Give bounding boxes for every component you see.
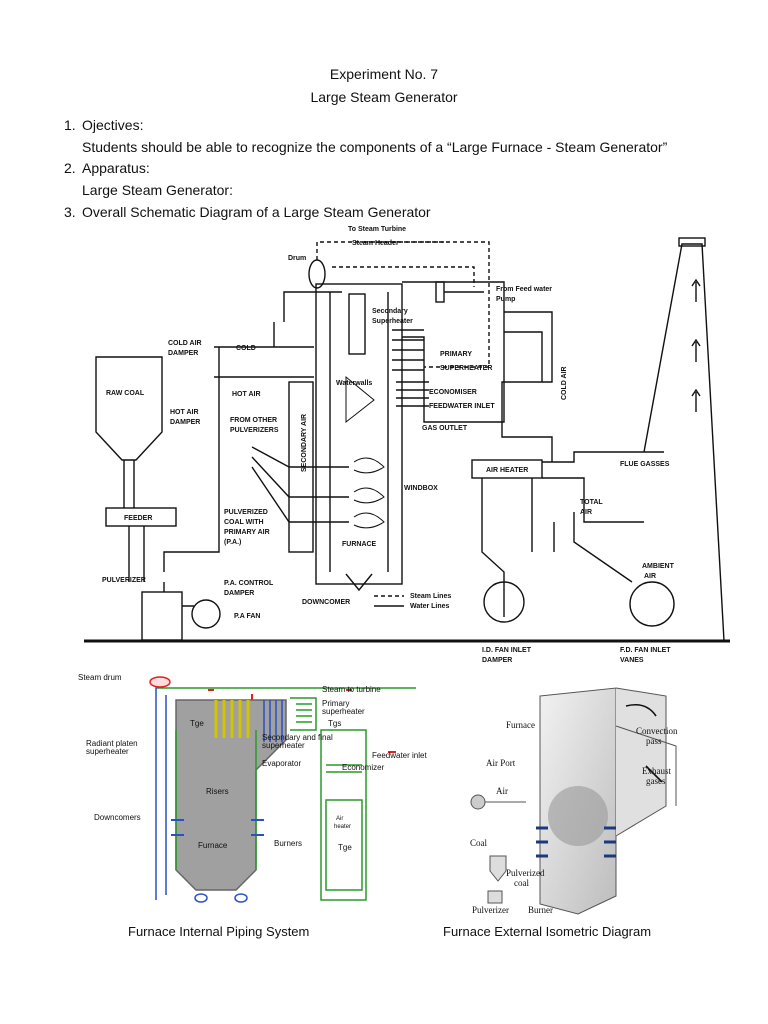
label-primary-superheater-1: Primary bbox=[322, 699, 350, 708]
label-fd-fan-2: VANES bbox=[620, 657, 644, 664]
label-fd-fan-1: F.D. FAN INLET bbox=[620, 647, 671, 654]
label-pc-3: PRIMARY AIR bbox=[224, 529, 270, 536]
label-economiser: ECONOMISER bbox=[429, 389, 477, 396]
label-secondary-1: Secondary bbox=[372, 308, 408, 315]
label-air-heater: AIR HEATER bbox=[486, 467, 528, 474]
caption-piping: Furnace Internal Piping System bbox=[128, 924, 310, 939]
label-primary: PRIMARY bbox=[440, 351, 472, 358]
label-downcomer: DOWNCOMER bbox=[302, 599, 350, 606]
label-radiant-platen-1: Radiant platen bbox=[86, 739, 138, 748]
label-risers: Risers bbox=[206, 787, 229, 796]
section-objectives-body: Students should be able to recognize the… bbox=[82, 139, 668, 155]
section-apparatus-heading: 2. Apparatus: bbox=[64, 160, 150, 176]
label-evaporator: Evaporator bbox=[262, 759, 301, 768]
furnace-piping-diagram: Steam drum Steam to turbine Primary supe… bbox=[78, 673, 427, 903]
section-heading: Overall Schematic Diagram of a Large Ste… bbox=[82, 204, 431, 220]
label-tge-top: Tge bbox=[190, 719, 204, 728]
section-number: 2. bbox=[64, 160, 76, 176]
label-pulverizer: Pulverizer bbox=[472, 905, 509, 915]
label-coal: Coal bbox=[470, 838, 487, 848]
section-number: 3. bbox=[64, 204, 76, 220]
label-exhaust-2: gases bbox=[646, 776, 666, 786]
experiment-number: Experiment No. 7 bbox=[329, 66, 439, 82]
label-cold-air-damper-2: DAMPER bbox=[168, 350, 198, 357]
label-hot-air: HOT AIR bbox=[232, 391, 261, 398]
label-feeder: FEEDER bbox=[124, 515, 152, 522]
section-heading: Apparatus: bbox=[82, 160, 150, 176]
label-steam-to-turbine: Steam to turbine bbox=[322, 685, 381, 694]
label-cold: COLD bbox=[236, 345, 256, 352]
label-exhaust-1: Exhaust bbox=[642, 766, 671, 776]
section-objectives-heading: 1. Ojectives: bbox=[64, 117, 143, 133]
section-heading: Ojectives: bbox=[82, 117, 144, 133]
label-raw-coal: RAW COAL bbox=[106, 390, 145, 397]
label-tge-bottom: Tge bbox=[338, 843, 352, 852]
label-pa-damper-2: DAMPER bbox=[224, 590, 254, 597]
label-secondary-2: Superheater bbox=[372, 318, 413, 325]
label-total-air-1: TOTAL bbox=[580, 499, 603, 506]
label-feedwater-inlet: Feedwater inlet bbox=[372, 751, 427, 760]
label-secondary-air: SECONDARY AIR bbox=[301, 414, 308, 472]
label-cold-air-damper-1: COLD AIR bbox=[168, 340, 202, 347]
label-ambient-air-2: AIR bbox=[644, 573, 656, 580]
label-cold-air: COLD AIR bbox=[561, 366, 568, 400]
label-hot-air-damper-1: HOT AIR bbox=[170, 409, 199, 416]
label-feed-water-1: From Feed water bbox=[496, 286, 552, 293]
label-from-other-1: FROM OTHER bbox=[230, 417, 277, 424]
label-air-heater-1: Air bbox=[336, 816, 343, 822]
label-waterwalls: Waterwalls bbox=[336, 380, 372, 387]
page-title: Large Steam Generator bbox=[310, 89, 458, 105]
label-flue-gasses: FLUE GASSES bbox=[620, 461, 670, 468]
label-burners: Burners bbox=[274, 839, 302, 848]
label-air: Air bbox=[496, 786, 508, 796]
section-schematic-heading: 3. Overall Schematic Diagram of a Large S… bbox=[64, 204, 431, 220]
label-pc-1: PULVERIZED bbox=[224, 509, 268, 516]
label-to-steam-turbine: To Steam Turbine bbox=[348, 226, 406, 233]
label-primary-superheater-2: superheater bbox=[322, 707, 365, 716]
label-windbox: WINDBOX bbox=[404, 485, 438, 492]
label-steam-drum: Steam drum bbox=[78, 673, 122, 682]
label-convection-1: Convection bbox=[636, 726, 678, 736]
label-superheater: SUPERHEATER bbox=[440, 365, 492, 372]
label-air-port: Air Port bbox=[486, 758, 516, 768]
label-water-lines: Water Lines bbox=[410, 603, 450, 610]
label-id-fan-2: DAMPER bbox=[482, 657, 512, 664]
label-pc-4: (P.A.) bbox=[224, 539, 241, 546]
label-hot-air-damper-2: DAMPER bbox=[170, 419, 200, 426]
caption-isometric: Furnace External Isometric Diagram bbox=[443, 924, 652, 939]
label-secondary-final-1: Secondary and final bbox=[262, 733, 333, 742]
label-pc-2: COAL WITH bbox=[224, 519, 264, 526]
label-burner: Burner bbox=[528, 905, 553, 915]
label-steam-lines: Steam Lines bbox=[410, 593, 451, 600]
label-from-other-2: PULVERIZERS bbox=[230, 427, 279, 434]
label-furnace: FURNACE bbox=[342, 541, 377, 548]
label-pulverizer: PULVERIZER bbox=[102, 577, 146, 584]
label-tgs: Tgs bbox=[328, 719, 341, 728]
label-steam-header: Steam Header bbox=[352, 240, 399, 247]
label-furnace: Furnace bbox=[506, 720, 535, 730]
label-pulverized-2: coal bbox=[514, 878, 529, 888]
label-economizer: Economizer bbox=[342, 763, 385, 772]
section-number: 1. bbox=[64, 117, 76, 133]
label-secondary-final-2: superheater bbox=[262, 741, 305, 750]
section-apparatus-body: Large Steam Generator: bbox=[82, 182, 233, 198]
label-air-heater-2: heater bbox=[334, 824, 351, 830]
label-ambient-air-1: AMBIENT bbox=[642, 563, 675, 570]
steam-generator-schematic: To Steam Turbine Steam Header Drum From … bbox=[84, 226, 730, 664]
label-convection-2: pass bbox=[646, 736, 662, 746]
label-total-air-2: AIR bbox=[580, 509, 592, 516]
label-pulverized-1: Pulverized bbox=[506, 868, 545, 878]
label-radiant-platen-2: superheater bbox=[86, 747, 129, 756]
label-pa-fan: P.A FAN bbox=[234, 613, 260, 620]
label-feed-water-2: Pump bbox=[496, 296, 515, 303]
label-pa-damper-1: P.A. CONTROL bbox=[224, 580, 274, 587]
label-gas-outlet: GAS OUTLET bbox=[422, 425, 468, 432]
label-downcomers: Downcomers bbox=[94, 813, 141, 822]
label-id-fan-1: I.D. FAN INLET bbox=[482, 647, 532, 654]
label-drum: Drum bbox=[288, 255, 306, 262]
furnace-isometric-diagram: Furnace Convection pass Exhaust gases Ai… bbox=[470, 687, 678, 915]
label-feedwater-inlet: FEEDWATER INLET bbox=[429, 403, 495, 410]
label-furnace: Furnace bbox=[198, 841, 228, 850]
